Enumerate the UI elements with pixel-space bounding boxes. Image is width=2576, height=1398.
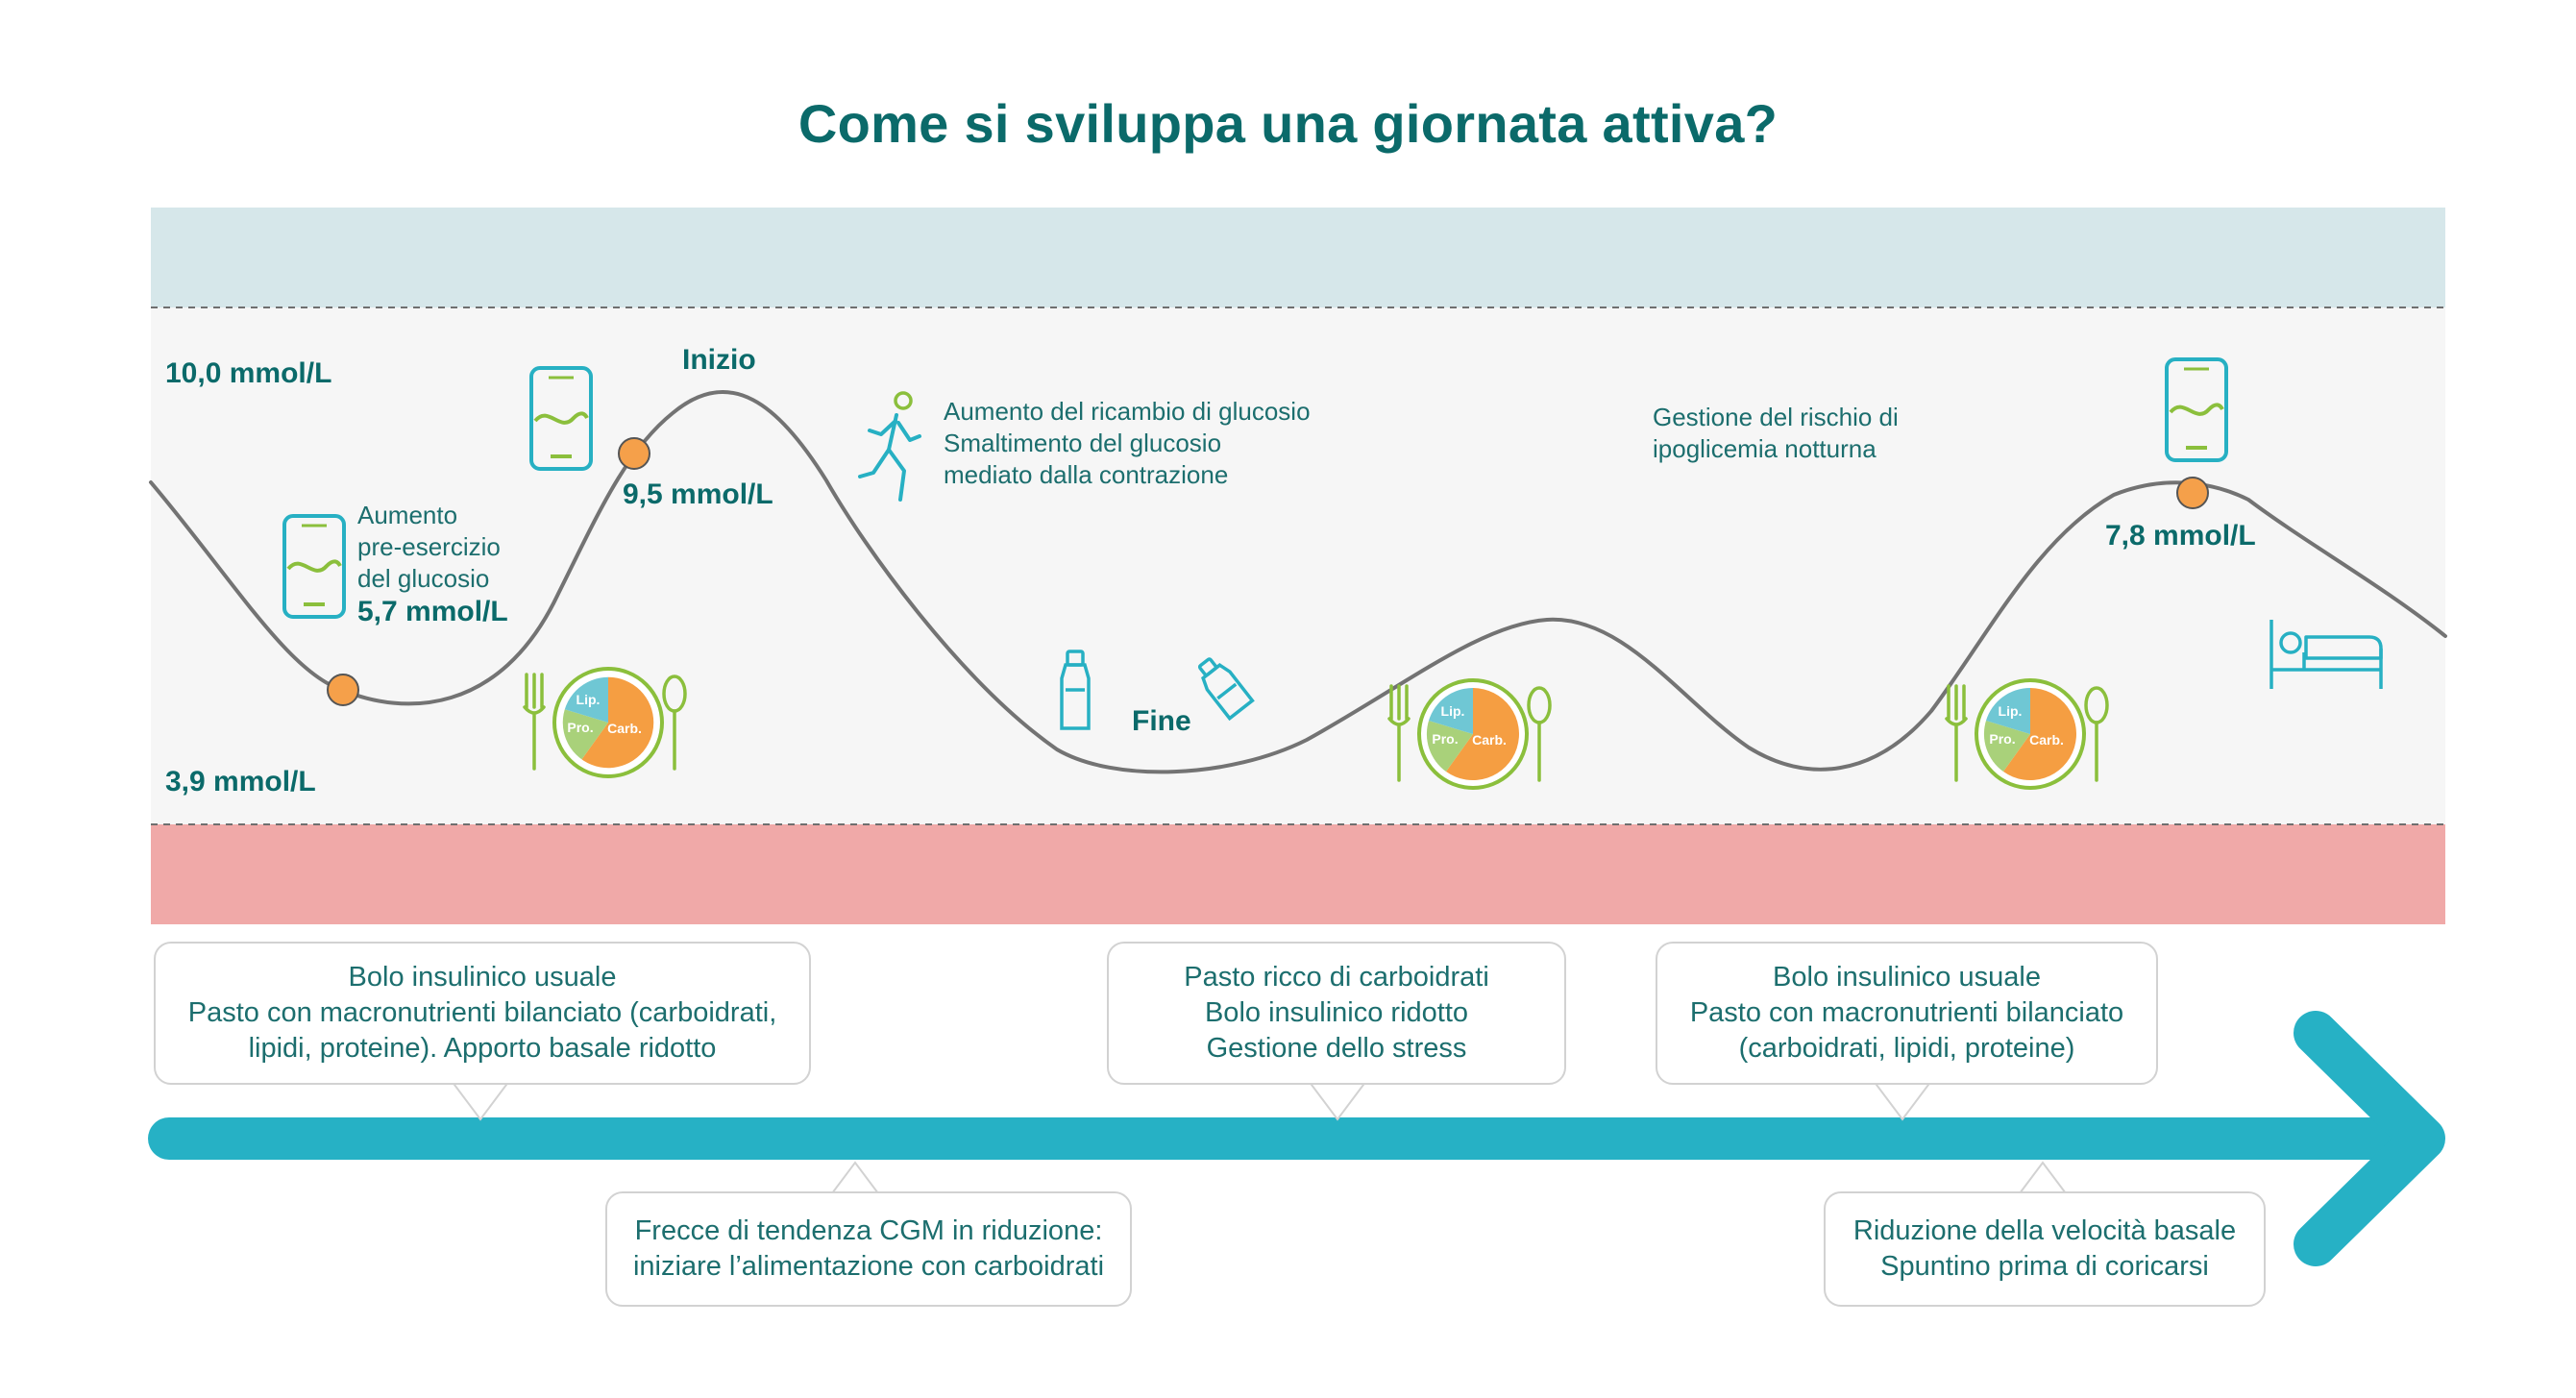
glucose-curve <box>149 389 2447 774</box>
callout-line: Pasto con macronutrienti bilanciato (car… <box>187 997 777 1028</box>
note-line: Smaltimento del glucosio <box>944 429 1222 457</box>
high-zone-band <box>151 208 2445 307</box>
fork-icon <box>523 673 546 771</box>
glucose-value-1: 5,7 mmol/L <box>357 596 508 627</box>
phone-cgm-icon <box>529 366 593 471</box>
water-bottle-icon <box>1060 650 1091 730</box>
note-line: Aumento del ricambio di glucosio <box>944 397 1311 426</box>
pie-label-pro: Pro. <box>567 720 593 735</box>
callout-line: Spuntino prima di coricarsi <box>1880 1251 2209 1282</box>
callout-pointer <box>450 1080 511 1121</box>
note-line: Gestione del rischio di <box>1653 403 1899 431</box>
note-line: mediato dalla contrazione <box>944 460 1229 489</box>
glucose-marker-low <box>327 674 359 706</box>
night-note: Gestione del rischio di ipoglicemia nott… <box>1653 402 1899 465</box>
pie-label-lip: Lip. <box>1999 703 2023 719</box>
plate-pie-icon: Lip. Pro. Carb. <box>552 667 664 778</box>
glucose-marker-evening <box>2176 477 2209 509</box>
pie-label-carb: Carb. <box>1472 732 1507 748</box>
water-bottle-icon <box>1197 657 1255 722</box>
phase-start-label: Inizio <box>682 344 756 376</box>
spoon-icon <box>2084 686 2109 782</box>
callout-line: (carboidrati, lipidi, proteine) <box>1738 1033 2075 1064</box>
pie-label-lip: Lip. <box>1441 703 1465 719</box>
callout-pointer <box>1872 1080 1933 1121</box>
runner-icon <box>858 391 921 502</box>
phase-end-label: Fine <box>1132 705 1191 737</box>
callout-box-after-exercise: Pasto ricco di carboidrati Bolo insulini… <box>1107 942 1566 1085</box>
callout-box-cgm-trend: Frecce di tendenza CGM in riduzione: ini… <box>605 1191 1132 1307</box>
meal-icon-3: Lip. Pro. Carb. <box>1945 678 2109 790</box>
glucose-value-2: 9,5 mmol/L <box>623 478 773 510</box>
note-line: Aumento <box>357 501 458 529</box>
callout-pointer <box>1307 1080 1368 1121</box>
note-line: pre-esercizio <box>357 532 501 561</box>
pie-label-pro: Pro. <box>1432 731 1458 747</box>
fork-icon <box>1945 684 1968 782</box>
glucose-value-3: 7,8 mmol/L <box>2105 520 2256 552</box>
pie-label-lip: Lip. <box>577 692 601 707</box>
pie-label-pro: Pro. <box>1989 731 2015 747</box>
callout-line: Bolo insulinico usuale <box>1773 962 2041 993</box>
callout-box-morning: Bolo insulinico usuale Pasto con macronu… <box>154 942 811 1085</box>
meal-icon-2: Lip. Pro. Carb. <box>1387 678 1552 790</box>
callout-line: Bolo insulinico ridotto <box>1204 997 1469 1028</box>
callout-line: Pasto con macronutrienti bilanciato <box>1689 997 2124 1028</box>
pie-label-carb: Carb. <box>2029 732 2064 748</box>
plate-pie-icon: Lip. Pro. Carb. <box>1417 678 1529 790</box>
callout-box-night: Riduzione della velocità basale Spuntino… <box>1824 1191 2266 1307</box>
timeline-arrow-head <box>2294 1011 2445 1266</box>
exercise-note: Aumento del ricambio di glucosio Smaltim… <box>944 396 1311 491</box>
note-line: del glucosio <box>357 564 490 593</box>
fork-icon <box>1387 684 1411 782</box>
lower-limit-label: 3,9 mmol/L <box>165 766 316 797</box>
callout-line: Frecce di tendenza CGM in riduzione: <box>634 1215 1103 1246</box>
callout-line: lipidi, proteine). Apporto basale ridott… <box>248 1033 717 1064</box>
callout-line: Gestione dello stress <box>1206 1033 1467 1064</box>
spoon-icon <box>662 674 687 771</box>
callout-line: Bolo insulinico usuale <box>348 962 617 993</box>
low-zone-band <box>151 824 2445 924</box>
pre-exercise-note: Aumento pre-esercizio del glucosio <box>357 500 501 595</box>
bed-icon <box>2269 620 2383 689</box>
callout-line: Riduzione della velocità basale <box>1852 1215 2237 1246</box>
spoon-icon <box>1527 686 1552 782</box>
callout-box-evening: Bolo insulinico usuale Pasto con macronu… <box>1656 942 2158 1085</box>
upper-limit-label: 10,0 mmol/L <box>165 357 332 389</box>
page-title: Come si sviluppa una giornata attiva? <box>797 93 1779 154</box>
pie-label-carb: Carb. <box>607 721 642 736</box>
callout-line: Pasto ricco di carboidrati <box>1184 962 1489 993</box>
glucose-marker-start <box>618 437 650 470</box>
callout-line: iniziare l’alimentazione con carboidrati <box>632 1251 1105 1282</box>
note-line: ipoglicemia notturna <box>1653 434 1877 463</box>
phone-cgm-icon <box>2165 357 2228 462</box>
phone-cgm-icon <box>282 514 346 619</box>
plate-pie-icon: Lip. Pro. Carb. <box>1975 678 2086 790</box>
meal-icon-1: Lip. Pro. Carb. <box>523 667 687 778</box>
